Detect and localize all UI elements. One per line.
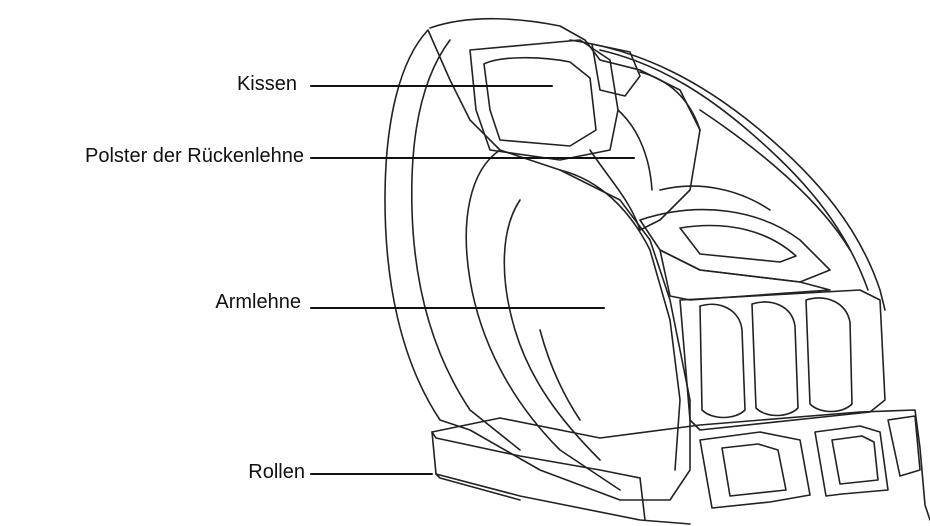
label-pillow: Kissen [237, 74, 297, 94]
label-armrest: Armlehne [215, 292, 301, 312]
label-rollers: Rollen [248, 462, 305, 482]
armrest-shell [385, 30, 690, 500]
label-backrest-pad: Polster der Rückenlehne [85, 146, 304, 166]
right-frame [570, 40, 885, 310]
seat-cushion [660, 250, 830, 300]
leg-rest [680, 290, 920, 508]
